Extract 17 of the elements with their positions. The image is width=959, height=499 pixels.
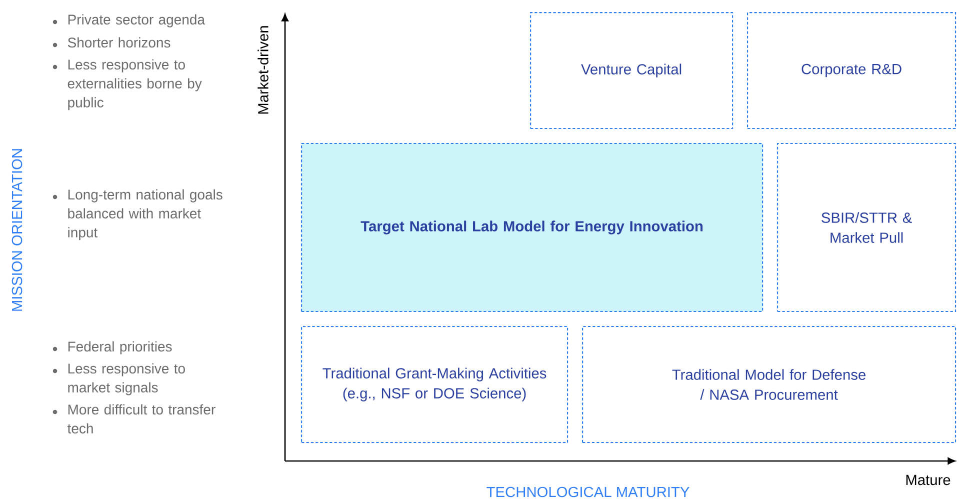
category-box: Traditional Grant-Making Activities (e.g., NSF or DOE Science)	[301, 326, 568, 444]
bullet-text: More difficult to transfer tech	[68, 404, 216, 434]
axis-label: Market-driven	[258, 26, 268, 114]
axis-title: TECHNOLOGICAL MATURITY	[486, 486, 690, 498]
category-box: SBIR/STTR & Market Pull	[777, 143, 956, 312]
bullet-text: Less responsive to market signals	[68, 363, 185, 396]
category-box: Traditional Model for Defense / NASA Procurement	[582, 326, 956, 444]
axis-label: Mature	[906, 474, 950, 486]
bullet-text: Less responsive to externalities borne by public	[68, 59, 202, 110]
bullet-text: Federal priorities	[68, 341, 172, 354]
category-box: Corporate R&D	[747, 12, 956, 130]
bullet-text: Long-term national goals balanced with market input	[68, 189, 222, 240]
axis-title: MISSION ORIENTATION	[12, 149, 22, 311]
category-box: Venture Capital	[530, 12, 734, 130]
highlighted-box: Target National Lab Model for Energy Innovation	[301, 143, 764, 312]
bullet-text: Private sector agenda	[68, 14, 205, 28]
bullet-text: Shorter horizons	[68, 37, 170, 48]
